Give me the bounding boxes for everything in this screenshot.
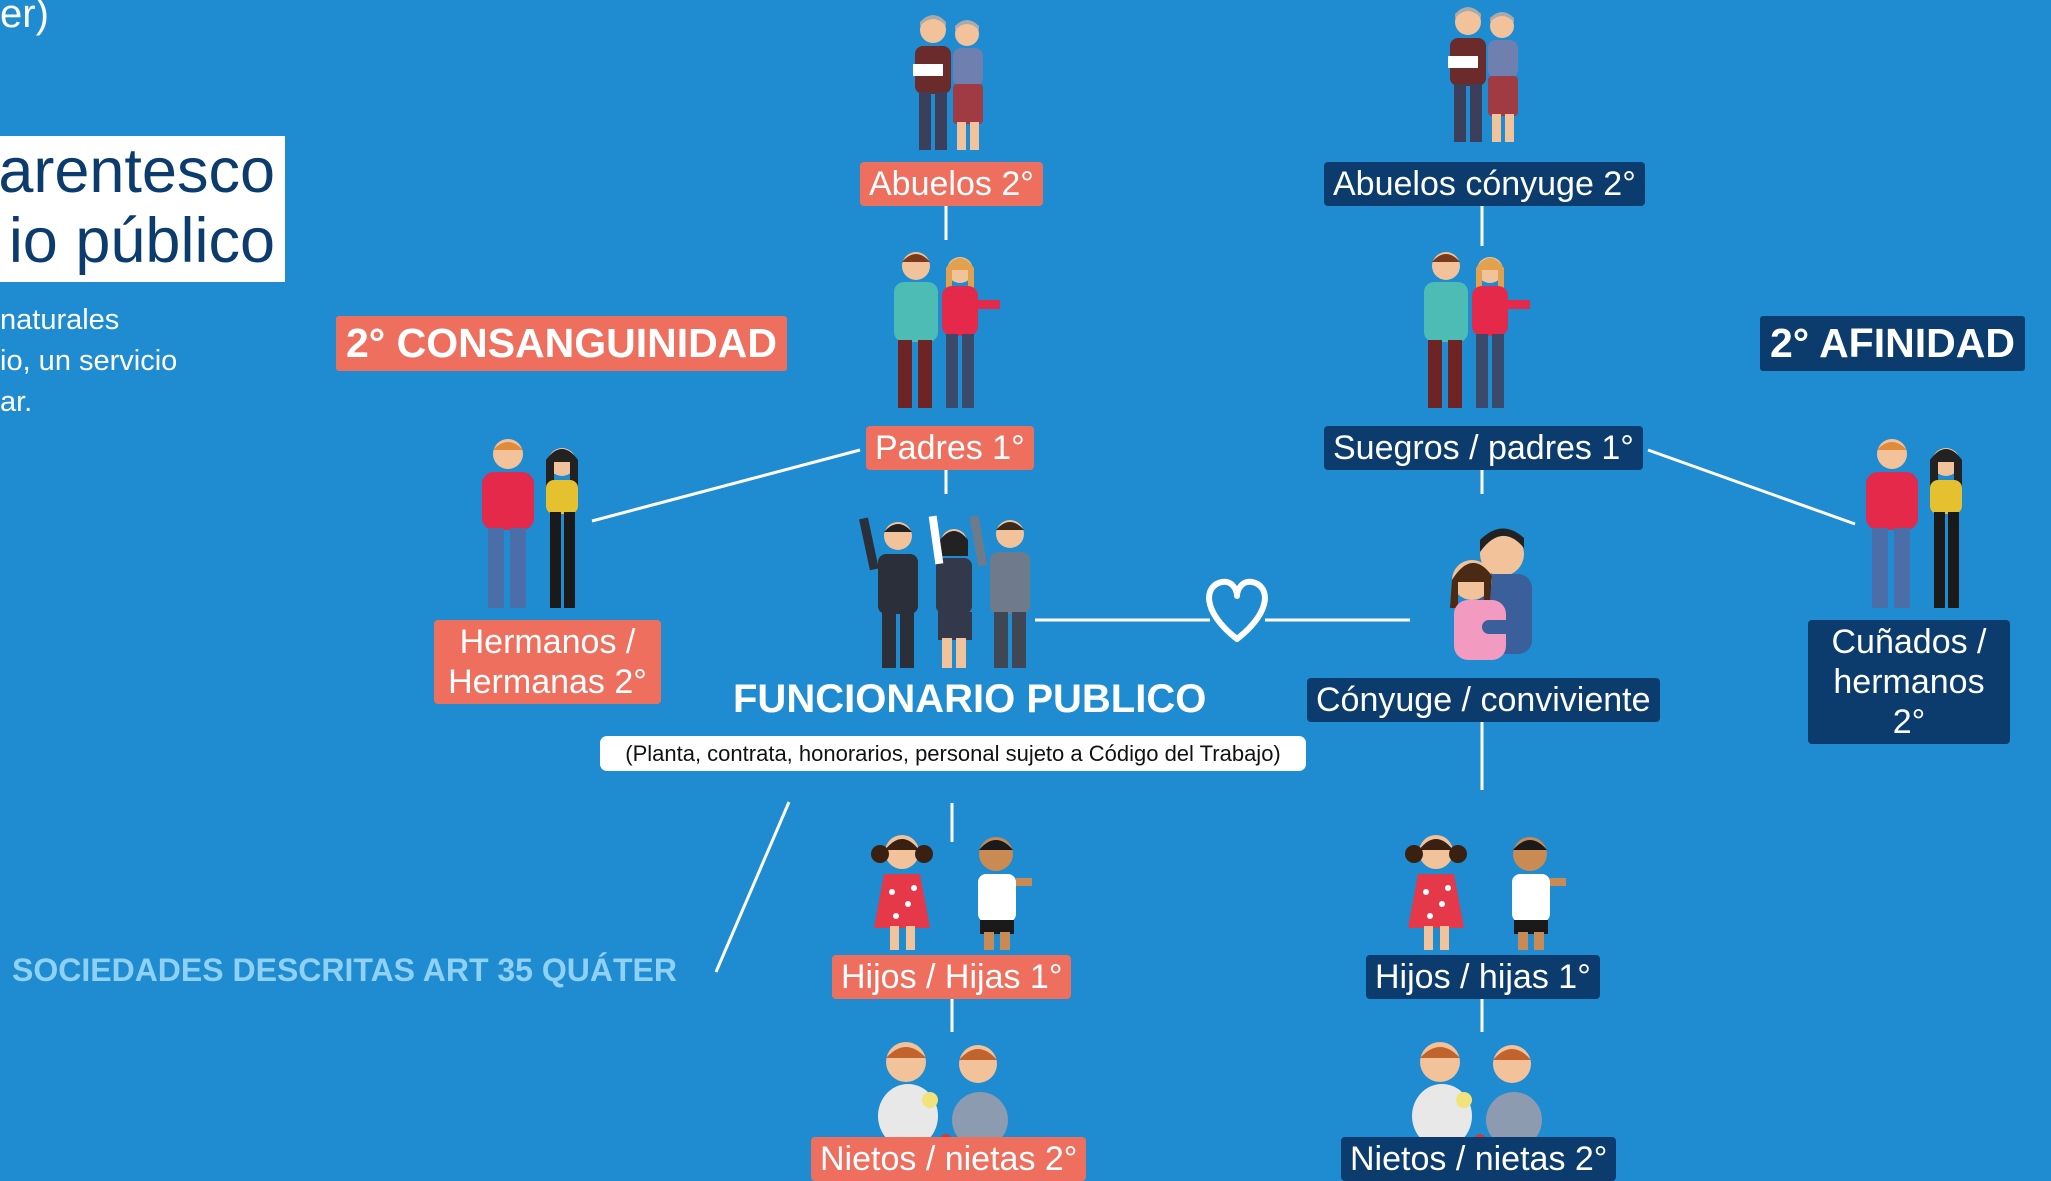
babies-icon [878, 1042, 1008, 1148]
title-box: arentesco io público [0, 136, 285, 282]
intro-line-2: io, un servicio [0, 345, 178, 377]
label-hijos-afinidad: Hijos / hijas 1° [1366, 955, 1600, 1000]
elderly-couple-icon [913, 15, 983, 150]
label-nietos-afinidad: Nietos / nietas 2° [1341, 1137, 1617, 1181]
intro-line-1: naturales [0, 304, 120, 336]
title-line-1: arentesco [0, 136, 275, 206]
intro-line-3: ar. [0, 386, 33, 418]
funcionario-subtitle: (Planta, contrata, honorarios, personal … [600, 736, 1306, 771]
label-cunados: Cuñados / hermanos 2° [1808, 620, 2010, 745]
siblings-icon [482, 439, 578, 608]
label-suegros: Suegros / padres 1° [1324, 426, 1643, 471]
cut-heading: er) [0, 0, 49, 36]
label-padres: Padres 1° [866, 426, 1034, 471]
consanguinidad-tag: 2° CONSANGUINIDAD [336, 316, 787, 371]
label-cunados-line-2: hermanos 2° [1833, 663, 1985, 742]
children-icon [871, 835, 1032, 950]
label-abuelos-conyuge: Abuelos cónyuge 2° [1324, 162, 1645, 207]
label-nietos: Nietos / nietas 2° [811, 1137, 1087, 1181]
hugging-couple-icon [1450, 528, 1532, 660]
funcionario-title: FUNCIONARIO PUBLICO [733, 677, 1207, 721]
label-hermanos-line-2: Hermanas 2° [448, 663, 647, 702]
adult-couple-icon [1424, 252, 1530, 408]
label-hijos: Hijos / Hijas 1° [832, 955, 1072, 1000]
afinidad-tag: 2° AFINIDAD [1760, 316, 2025, 371]
siblings-icon [1866, 439, 1962, 608]
children-icon [1405, 835, 1566, 950]
officials-icon [859, 515, 1030, 668]
adult-couple-icon [894, 252, 1000, 408]
heart-icon [1206, 578, 1268, 642]
title-line-2: io público [8, 206, 275, 276]
label-cunados-line-1: Cuñados / [1831, 623, 1987, 661]
label-conyuge: Cónyuge / conviviente [1307, 678, 1660, 723]
babies-icon [1412, 1042, 1542, 1148]
label-hermanos: Hermanos / Hermanas 2° [434, 620, 661, 705]
sociedades-label: SOCIEDADES DESCRITAS ART 35 QUÁTER [12, 952, 677, 988]
elderly-couple-icon [1448, 7, 1518, 142]
label-abuelos: Abuelos 2° [860, 162, 1043, 207]
label-hermanos-line-1: Hermanos / [459, 623, 636, 661]
